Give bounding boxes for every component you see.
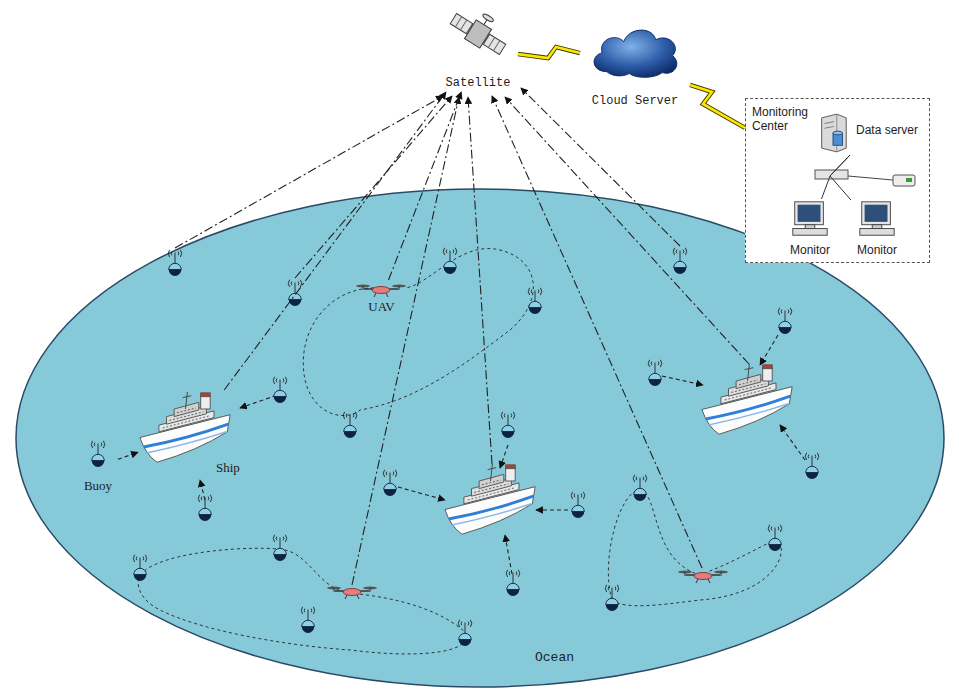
data-server-node: Data server [816,111,926,155]
ship-icon [138,390,233,466]
uplink-connector [224,92,446,390]
uav-route [138,249,781,654]
node-label: Buoy [78,478,118,494]
lightning-link [690,85,745,128]
connector-line [830,155,851,200]
network-wire [830,155,851,200]
node-label: Monitor [784,243,836,257]
network-switch [815,170,915,186]
lightning-outline [518,47,580,58]
node-label: Ocean [535,650,574,666]
server-icon [816,113,850,153]
satellite-uplink [175,88,749,585]
node-label: UAV [355,299,408,315]
uav-icons [327,571,728,599]
connector-line [224,92,446,390]
lightning-link [518,47,580,58]
ship-icons [445,364,792,534]
connector-line [118,452,138,459]
network-wire [822,155,851,199]
monitor-node: Monitor [784,199,836,261]
buoy-icon [89,438,107,467]
connector-line [690,85,745,128]
node-label: Satellite [438,76,518,90]
buoy-icons [133,248,819,646]
monitor-icon [856,199,898,239]
connector-line [822,155,851,199]
node-label: Ship [216,460,240,476]
buoy-node: Buoy [78,436,118,496]
monitor-node: Monitor [851,199,903,261]
sat-icon [448,6,508,62]
ship-node: Ship [138,390,245,478]
node-label: Data server [856,123,918,137]
ocean-outline [16,189,944,687]
node-label: Monitoring Center [752,105,822,134]
cloud-icon [588,22,682,80]
node-label: Monitor [851,243,903,257]
monitor-icon [789,199,831,239]
node-label: Cloud Server [580,94,690,108]
buoy-connector [118,452,138,459]
lightning-outline [690,85,745,128]
uav-icon [356,282,406,298]
connector-line [518,47,580,58]
buoy-link [200,335,805,574]
cloud-server-node: Cloud Server [580,22,690,112]
uav-node: UAV [355,280,408,316]
satellite-node: Satellite [438,6,518,92]
ocean-region: Ocean UAV ShipBuoy [15,188,945,688]
